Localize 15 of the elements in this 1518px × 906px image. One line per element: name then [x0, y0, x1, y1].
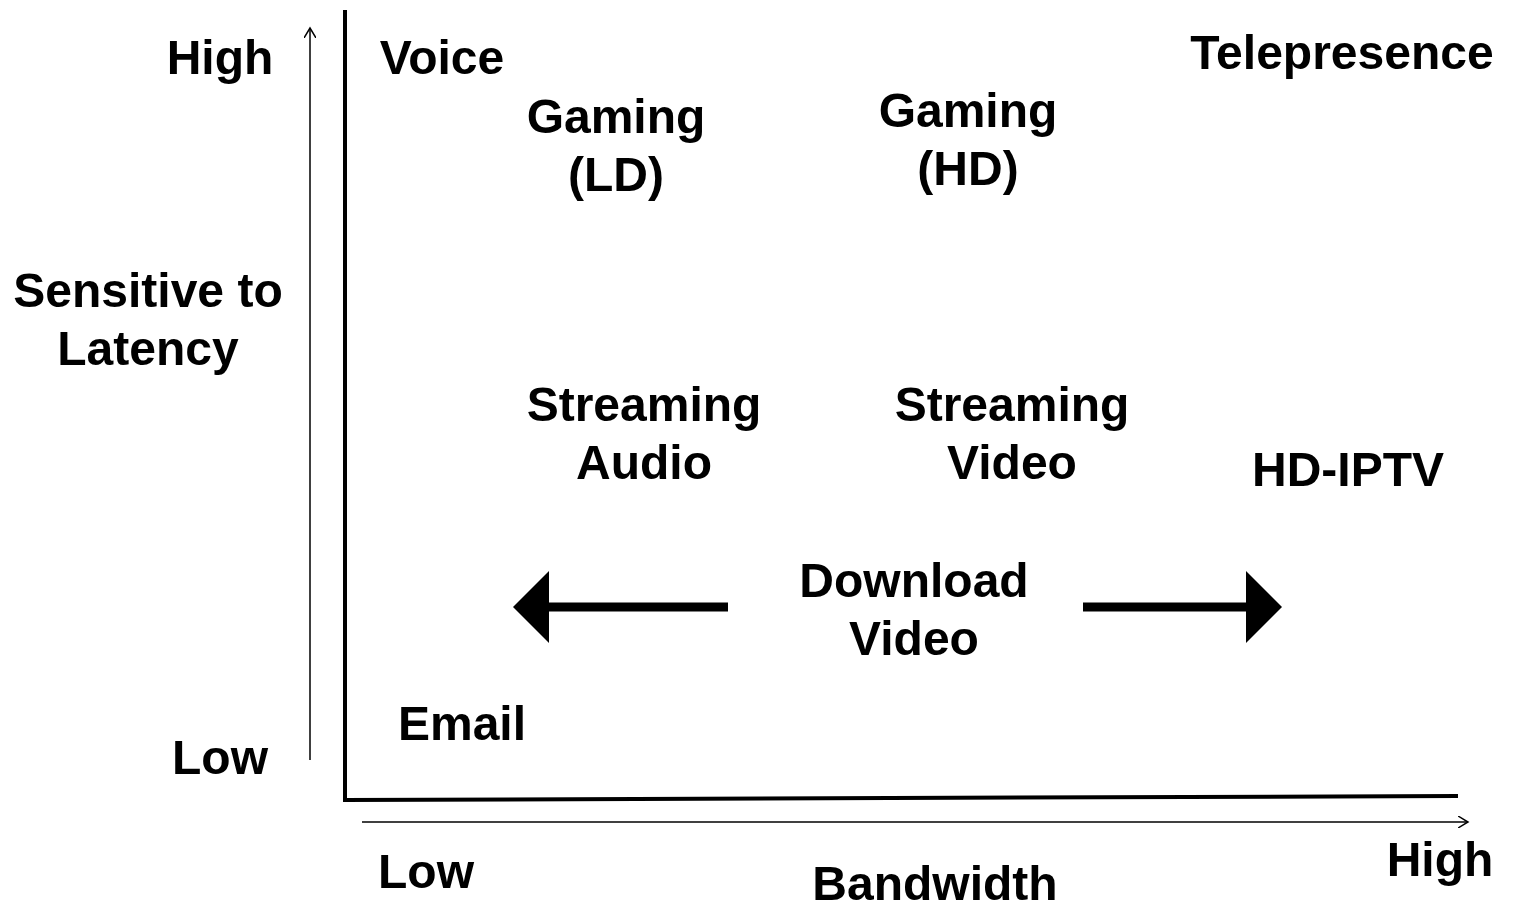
application-label: Gaming (HD) — [877, 83, 1059, 197]
axis-tick-label: High — [166, 30, 274, 86]
application-label: Streaming Audio — [525, 377, 763, 491]
axis-tick-label: High — [1386, 832, 1494, 888]
axis-tick-label: Low — [378, 844, 474, 900]
application-label: Email — [397, 696, 527, 752]
application-label: Streaming Video — [893, 377, 1131, 491]
application-label: Voice — [379, 30, 505, 86]
application-label: Gaming (LD) — [525, 89, 707, 203]
axis-title: Bandwidth — [812, 856, 1058, 906]
axis-title: Sensitive to Latency — [12, 263, 284, 377]
application-label: Download Video — [798, 553, 1030, 667]
application-label: HD-IPTV — [1252, 442, 1444, 498]
axis-tick-label: Low — [172, 730, 268, 786]
application-label: Telepresence — [1190, 25, 1494, 81]
